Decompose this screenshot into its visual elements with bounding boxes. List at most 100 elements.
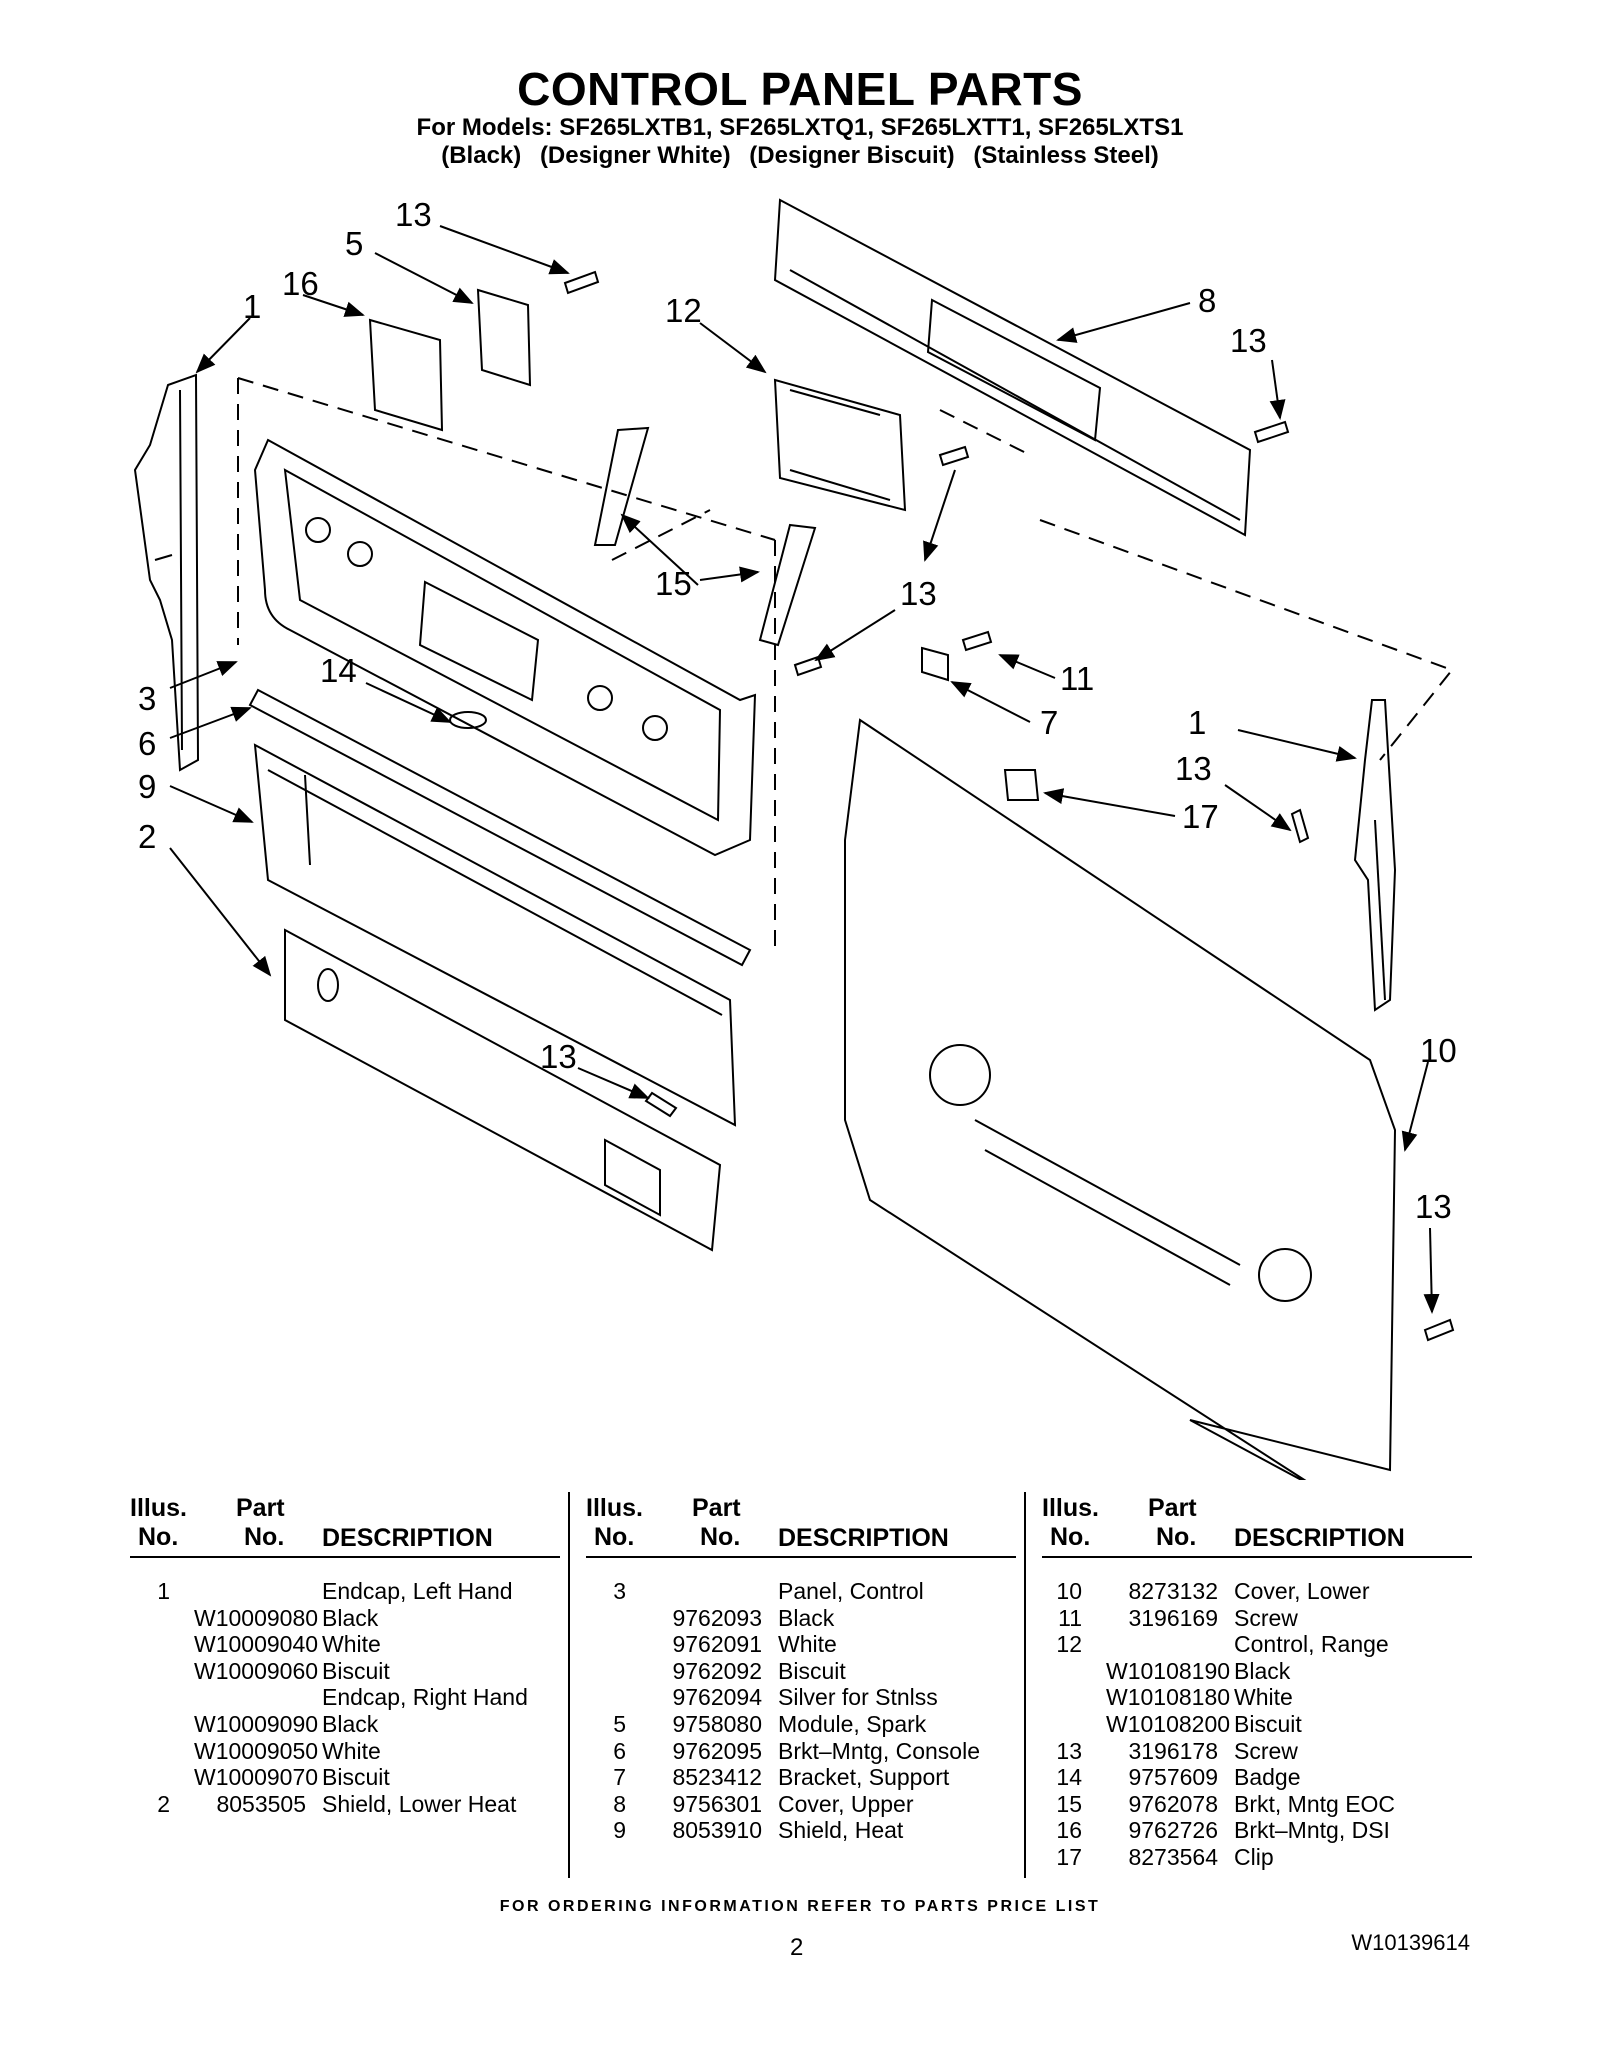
eoc-bracket-upper-part <box>593 426 650 546</box>
part-number: 9762094 <box>672 1684 762 1711</box>
part-description: Biscuit <box>322 1764 390 1791</box>
part-number: W10108180 <box>1106 1684 1231 1711</box>
header-part: Part No. <box>236 1494 285 1551</box>
endcap-left-part <box>133 373 200 772</box>
part-description: Panel, Control <box>778 1578 924 1604</box>
part-number: 9756301 <box>672 1790 762 1817</box>
illus-number: 14 <box>1056 1764 1082 1791</box>
part-number: 9758080 <box>672 1710 762 1737</box>
part-number: 8523412 <box>672 1764 762 1791</box>
part-description: Screw <box>1234 1737 1298 1764</box>
parts-table-col-2: Illus. No. Part No. DESCRIPTION 3 Panel, … <box>586 1492 1016 1844</box>
callout-3: 3 <box>138 680 156 717</box>
part-description: Biscuit <box>322 1657 390 1684</box>
part-number: 3196169 <box>1128 1604 1218 1631</box>
callout-15: 15 <box>655 565 692 602</box>
header-description: DESCRIPTION <box>322 1524 493 1552</box>
illus-number: 17 <box>1056 1843 1082 1870</box>
part-description: Biscuit <box>1234 1710 1302 1737</box>
part-number: 9762726 <box>1128 1817 1218 1844</box>
table-row: 8 9756301 Cover, Upper <box>586 1791 1016 1818</box>
header-illus: Illus. No. <box>586 1494 643 1551</box>
part-description: Cover, Upper <box>778 1790 914 1817</box>
callout-13-e: 13 <box>540 1038 577 1075</box>
illus-number: 13 <box>1056 1737 1082 1764</box>
callout-13-d: 13 <box>1175 750 1212 787</box>
color-white: (Designer White) <box>539 142 731 169</box>
clip-part <box>1003 769 1040 801</box>
electronic-control-part <box>773 378 907 512</box>
part-description: Black <box>1234 1657 1291 1684</box>
table-row: 17 8273564 Clip <box>1042 1844 1472 1871</box>
table-header: Illus. No. Part No. DESCRIPTION <box>1042 1492 1472 1558</box>
part-description: White <box>778 1631 837 1658</box>
console-bracket-part <box>248 688 752 967</box>
part-number: W10009050 <box>194 1737 319 1764</box>
illus-number: 10 <box>1056 1578 1082 1604</box>
color-biscuit: (Designer Biscuit) <box>749 142 955 169</box>
page-title: CONTROL PANEL PARTS <box>517 63 1083 115</box>
dsi-bracket-part <box>368 318 444 432</box>
part-description: Cover, Lower <box>1234 1578 1370 1604</box>
illus-number: 2 <box>157 1790 170 1817</box>
part-description: Badge <box>1234 1764 1301 1791</box>
callout-13-f: 13 <box>1415 1188 1452 1225</box>
upper-cover-part <box>773 198 1252 537</box>
callout-1-left: 1 <box>243 288 261 325</box>
header-illus: Illus. No. <box>1042 1494 1099 1551</box>
part-description: Brkt–Mntg, Console <box>778 1737 980 1764</box>
document-number: W10139614 <box>1351 1930 1470 1955</box>
part-description: Screw <box>1234 1604 1298 1631</box>
endcap-right-part <box>1353 699 1397 1012</box>
part-number: 9762093 <box>672 1604 762 1631</box>
header-part: Part No. <box>1148 1494 1197 1551</box>
part-description: Clip <box>1234 1843 1274 1870</box>
callout-6: 6 <box>138 725 156 762</box>
part-number: W10009040 <box>194 1631 319 1658</box>
ordering-note: FOR ORDERING INFORMATION REFER TO PARTS … <box>499 1898 1101 1915</box>
part-number: W10009070 <box>194 1764 319 1791</box>
illus-number: 8 <box>613 1790 626 1817</box>
heat-shield-part <box>253 743 737 1127</box>
part-number: 9762095 <box>672 1737 762 1764</box>
illus-number: 12 <box>1056 1631 1082 1658</box>
callout-13-a: 13 <box>395 196 432 233</box>
illus-number: 3 <box>613 1578 626 1604</box>
part-description: Endcap, Left Hand <box>322 1578 513 1604</box>
illus-number: 5 <box>613 1710 626 1737</box>
part-description: Brkt, Mntg EOC <box>1234 1790 1396 1817</box>
table-header: Illus. No. Part No. DESCRIPTION <box>586 1492 1016 1558</box>
models-line: For Models: SF265LXTB1, SF265LXTQ1, SF26… <box>416 114 1184 141</box>
part-number: 8273564 <box>1128 1843 1218 1870</box>
callout-12: 12 <box>665 292 702 329</box>
exploded-parts-diagram: 13 5 16 1 12 8 13 15 13 11 7 3 14 6 9 2 … <box>133 196 1457 1480</box>
illus-number: 9 <box>613 1817 626 1844</box>
callout-10: 10 <box>1420 1032 1457 1069</box>
lower-heat-shield-part <box>284 928 722 1252</box>
table-divider <box>568 1492 570 1878</box>
part-description: Black <box>322 1710 379 1737</box>
table-row: 3 Panel, Control <box>586 1578 1016 1605</box>
table-row: 5 9758080 Module, Spark <box>586 1711 1016 1738</box>
callout-16: 16 <box>282 265 319 302</box>
part-description: Biscuit <box>778 1657 846 1684</box>
part-description: Module, Spark <box>778 1710 927 1737</box>
callout-7: 7 <box>1040 704 1058 741</box>
header-illus: Illus. No. <box>130 1494 187 1551</box>
part-number: W10009080 <box>194 1604 319 1631</box>
